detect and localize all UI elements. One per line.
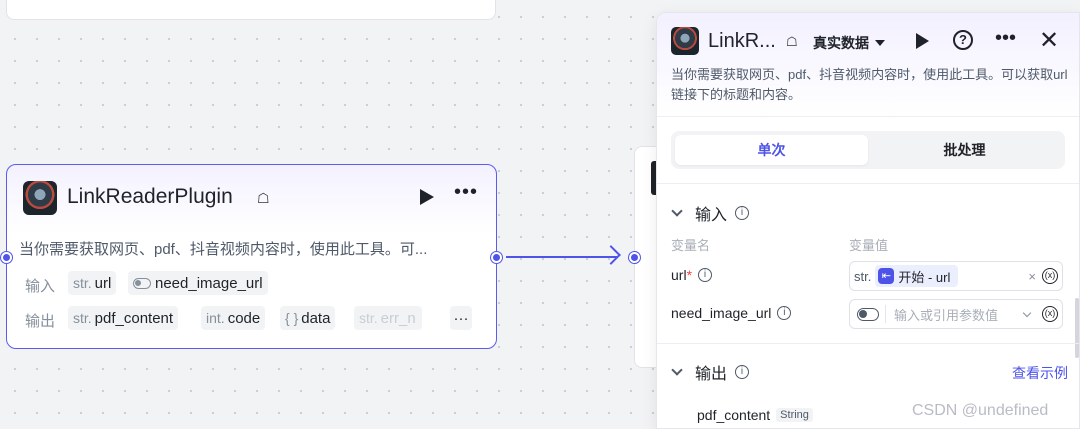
tab-batch[interactable]: 批处理	[943, 142, 986, 158]
output-section-header[interactable]: 输出 i	[671, 360, 750, 384]
tab-single[interactable]: 单次	[675, 135, 868, 165]
url-value-field[interactable]: str. ⇤ 开始 - url × (x)	[849, 261, 1063, 291]
plugin-avatar	[23, 181, 57, 215]
variable-ref-icon[interactable]: (x)	[1042, 268, 1058, 284]
value-placeholder: 输入或引用参数值	[894, 307, 999, 323]
help-icon[interactable]: ?	[953, 30, 973, 50]
info-icon: i	[698, 268, 713, 282]
boolean-toggle-icon[interactable]	[857, 307, 879, 321]
node-output-chip: { }data	[280, 306, 336, 330]
view-example-link[interactable]: 查看示例	[1012, 365, 1068, 381]
node-input-chip: need_image_url	[128, 271, 268, 295]
plugin-type-icon: ☖	[257, 190, 270, 206]
node-more-icon[interactable]: •••	[454, 181, 479, 203]
node-input-label: 输入	[25, 278, 56, 295]
column-variable-value: 变量值	[849, 238, 889, 253]
variable-ref-icon[interactable]: (x)	[1042, 306, 1058, 322]
panel-plugin-avatar	[671, 27, 699, 55]
panel-run-icon[interactable]	[916, 33, 929, 49]
panel-title: LinkR...	[708, 30, 776, 52]
plugin-type-icon: ☖	[786, 34, 798, 49]
node-input-port[interactable]	[1, 252, 12, 263]
close-icon[interactable]: ✕	[1039, 27, 1060, 54]
field-url-label: url* i	[671, 267, 713, 283]
panel-header: LinkR... ☖ 真实数据 ? ••• ✕ 当你需要获取网页、pdf、抖音视…	[657, 13, 1079, 117]
boolean-toggle-icon	[133, 277, 151, 289]
node-input-chip: str.url	[68, 271, 117, 295]
node-right-avatar	[651, 161, 659, 195]
next-node-input-port[interactable]	[629, 252, 640, 263]
start-node-icon: ⇤	[878, 268, 895, 284]
connection-edge	[506, 256, 618, 258]
divider	[885, 305, 886, 323]
chevron-down-icon[interactable]	[1022, 308, 1032, 317]
chevron-down-icon[interactable]	[671, 364, 683, 376]
canvas-node-top[interactable]	[6, 0, 496, 20]
node-output-chip: int.code	[201, 306, 266, 330]
plugin-node[interactable]: LinkReaderPlugin ☖ ••• 当你需要获取网页、pdf、抖音视频…	[6, 164, 497, 349]
column-variable-name: 变量名	[671, 238, 711, 253]
scrollbar[interactable]	[1075, 298, 1079, 358]
node-output-label: 输出	[25, 313, 56, 330]
info-icon: i	[735, 365, 750, 379]
type-badge: String	[776, 408, 813, 422]
need-image-url-value-field[interactable]: 输入或引用参数值 (x)	[849, 299, 1063, 329]
panel-description: 当你需要获取网页、pdf、抖音视频内容时，使用此工具。可以获取url链接下的标题…	[671, 67, 1068, 102]
divider	[657, 183, 1079, 184]
output-field-pdf-content: pdf_content String	[697, 407, 813, 423]
plugin-node-description: 当你需要获取网页、pdf、抖音视频内容时，使用此工具。可...	[19, 241, 428, 258]
run-mode-tabs: 单次 批处理	[671, 131, 1065, 169]
node-output-port[interactable]	[491, 252, 502, 263]
node-output-chip: str.err_n	[354, 306, 422, 330]
divider	[657, 343, 1079, 344]
data-mode-select[interactable]: 真实数据	[813, 33, 885, 53]
chevron-down-icon[interactable]	[671, 205, 683, 217]
node-detail-panel: LinkR... ☖ 真实数据 ? ••• ✕ 当你需要获取网页、pdf、抖音视…	[656, 12, 1080, 429]
node-run-icon[interactable]	[420, 189, 434, 205]
node-output-chip: str.pdf_content	[68, 306, 179, 330]
info-icon: i	[735, 206, 750, 220]
clear-icon[interactable]: ×	[1028, 268, 1036, 284]
info-icon: i	[777, 306, 792, 320]
caret-down-icon	[875, 40, 885, 46]
panel-more-icon[interactable]: •••	[995, 27, 1017, 49]
edge-arrow-icon	[601, 245, 621, 265]
input-section-header[interactable]: 输入 i	[671, 201, 750, 225]
watermark: CSDN @undefined	[912, 402, 1049, 419]
field-need-image-url-label: need_image_url i	[671, 305, 792, 321]
more-outputs-button[interactable]: ···	[450, 306, 472, 330]
plugin-node-title: LinkReaderPlugin	[67, 185, 233, 208]
reference-chip[interactable]: ⇤ 开始 - url	[875, 265, 959, 287]
